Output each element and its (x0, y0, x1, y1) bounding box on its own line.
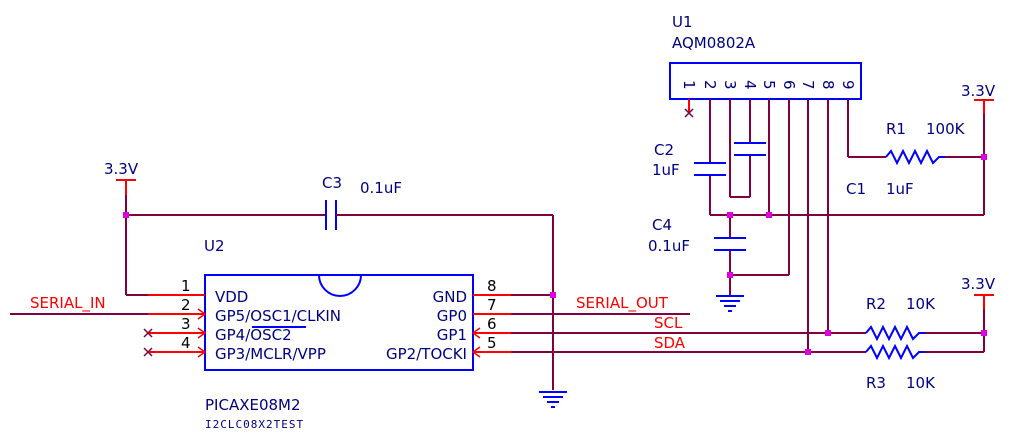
net-sda-label: SDA (654, 334, 686, 352)
u2-pin7-num: 7 (487, 296, 497, 314)
u2-pin4-name: GP3/MCLR/VPP (215, 345, 326, 363)
c2-capacitor: C2 1uF (652, 141, 766, 179)
u2-pin3-noconnect-mark (143, 328, 153, 338)
u2-sub: I2CLC08X2TEST (205, 418, 304, 431)
u1-pin-num: 1 (680, 80, 698, 90)
ground-symbol-right (716, 293, 744, 312)
c3-capacitor: C3 0.1uF (322, 174, 554, 390)
u1-pin-num: 2 (701, 80, 719, 90)
u2-pin5-num: 5 (487, 334, 497, 352)
c2-ref: C2 (654, 141, 674, 159)
r2-resistor: R2 10K (828, 295, 984, 342)
c4-value: 0.1uF (648, 237, 690, 255)
r3-ref: R3 (866, 374, 886, 392)
u2-pin4-num: 4 (181, 334, 191, 352)
u2-pin3-name: GP4/OSC2 (215, 326, 292, 344)
u1-pin1-noconnect-mark (684, 108, 694, 118)
u2-body (204, 274, 474, 371)
r1-value: 100K (926, 120, 966, 138)
power-bottom-right: 3.3V (961, 275, 996, 352)
u1-pin-num: 4 (741, 80, 759, 90)
junction-dots (123, 154, 987, 355)
c3-value: 0.1uF (360, 179, 402, 197)
u2-pin1-name: VDD (215, 288, 248, 306)
u1-pin-num: 7 (799, 80, 817, 90)
r3-resistor: R3 10K (808, 343, 984, 392)
u1-body (669, 62, 862, 100)
u2-pin5-name: GP2/TOCKI (386, 345, 467, 363)
r3-value: 10K (906, 374, 936, 392)
power-left-label: 3.3V (104, 160, 139, 178)
u1-ref: U1 (672, 13, 693, 31)
u2-pin2-num: 2 (181, 296, 191, 314)
u2-pin3-num: 3 (181, 315, 191, 333)
u1-pin-num: 9 (839, 80, 857, 90)
net-scl-label: SCL (654, 314, 683, 332)
ground-symbol-left (511, 294, 567, 408)
c3-ref: C3 (322, 174, 342, 192)
u1-part: AQM0802A (672, 34, 756, 52)
power-bottom-right-label: 3.3V (961, 275, 996, 293)
u1-wiring (709, 99, 984, 352)
u2-pin6-num: 6 (487, 315, 497, 333)
u2-pin1-num: 1 (181, 277, 191, 295)
u2-part: PICAXE08M2 (205, 396, 301, 414)
r2-ref: R2 (866, 295, 886, 313)
u1-pin-num: 5 (760, 80, 778, 90)
power-top-right: 3.3V (961, 82, 996, 215)
r2-value: 10K (906, 295, 936, 313)
u2-ref: U2 (204, 237, 225, 255)
r1-resistor: R1 100K (878, 120, 984, 166)
u1-pin-num: 3 (721, 80, 739, 90)
power-top-right-label: 3.3V (961, 82, 996, 100)
u2-pin8-name: GND (433, 288, 467, 306)
u2-pin6-name: GP1 (437, 326, 467, 344)
net-serial-in-label: SERIAL_IN (30, 294, 106, 313)
c4-ref: C4 (652, 216, 672, 234)
c2-value: 1uF (652, 161, 680, 179)
u2-picaxe: U2 PICAXE08M2 I2CLC08X2TEST VDD GP5/OSC1… (143, 237, 511, 431)
u2-pin2-name: GP5/OSC1/CLKIN (215, 307, 341, 325)
u1-pin-num: 6 (780, 80, 798, 90)
c4-capacitor: C4 0.1uF (648, 216, 746, 255)
power-left: 3.3V (104, 160, 326, 296)
net-serial-out-label: SERIAL_OUT (576, 294, 669, 313)
r1-ref: R1 (886, 120, 906, 138)
u2-notch (318, 274, 362, 297)
u2-pin4-noconnect-mark (143, 347, 153, 357)
net-wires (10, 313, 828, 353)
c1-ref: C1 (846, 180, 866, 198)
u2-pin7-name: GP0 (437, 307, 467, 325)
u1-pin-num: 8 (819, 80, 837, 90)
u2-pin8-num: 8 (487, 277, 497, 295)
c1-value: 1uF (886, 180, 914, 198)
